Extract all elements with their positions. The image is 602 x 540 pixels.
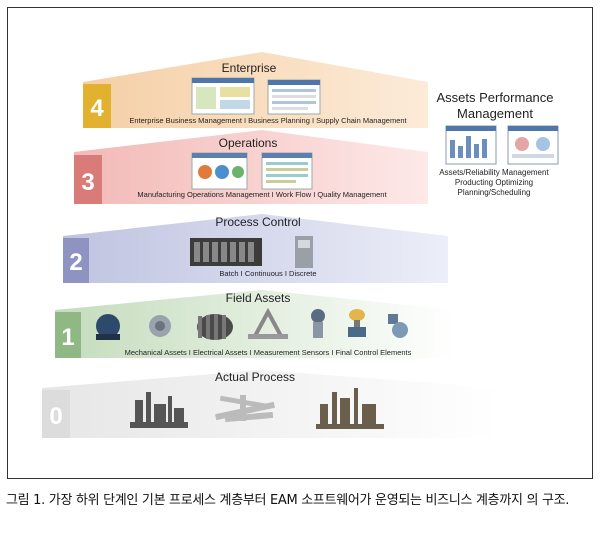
- level-4-number: 4: [90, 95, 104, 122]
- level-3-number: 3: [81, 169, 94, 196]
- level-0-badge: [42, 390, 70, 438]
- apm-screenshot-1: [445, 125, 497, 165]
- level-4-badge: [83, 84, 111, 128]
- level-4-band: 4 Enterprise Enterprise Business Managem…: [83, 52, 428, 128]
- level-2-band: 2 Process Control Batch I Continuous I D…: [63, 214, 448, 283]
- level-1-number: 1: [61, 324, 74, 351]
- enterprise-screenshot-1: [191, 77, 255, 115]
- level-1-title: Field Assets: [226, 291, 291, 305]
- controller-rack-icon: [190, 238, 262, 266]
- pipeline-plant-icon: [215, 395, 275, 423]
- level-4-title: Enterprise: [222, 61, 277, 75]
- operations-screenshot-2: [261, 152, 313, 190]
- apm-line-3: Planning/Scheduling: [457, 188, 531, 197]
- pump-icon: [149, 315, 171, 337]
- level-2-number: 2: [69, 249, 82, 276]
- pressure-transmitter-icon: [311, 309, 325, 338]
- level-2-title: Process Control: [215, 215, 300, 229]
- enterprise-screenshot-2: [267, 79, 321, 115]
- level-1-band: 1 Field Assets Mechanical Assets I Elect…: [55, 290, 455, 358]
- level-3-subtitle: Manufacturing Operations Management I Wo…: [137, 190, 387, 199]
- apm-line-1: Assets/Reliability Management: [439, 168, 549, 177]
- apm-line-2: Producting Optimizing: [454, 178, 534, 187]
- level-3-badge: [74, 155, 102, 204]
- level-1-subtitle: Mechanical Assets I Electrical Assets I …: [125, 348, 412, 357]
- level-3-title: Operations: [219, 136, 278, 150]
- positioner-icon: [388, 314, 408, 338]
- level-3-band: 3 Operations Manufacturing Operations Ma…: [74, 130, 428, 204]
- control-valve-icon: [348, 309, 366, 337]
- level-0-band: 0 Actual Process: [42, 370, 500, 438]
- level-4-subtitle: Enterprise Business Management I Busines…: [129, 116, 407, 125]
- io-module-icon: [295, 236, 313, 268]
- chemical-plant-icon: [316, 388, 384, 429]
- level-0-title: Actual Process: [215, 370, 295, 384]
- operations-screenshot-1: [191, 152, 248, 190]
- refinery-icon: [130, 392, 188, 428]
- flow-meter-icon: [248, 307, 288, 339]
- apm-title: Assets Performance Management: [436, 90, 554, 121]
- level-2-subtitle: Batch I Continuous I Discrete: [219, 269, 316, 278]
- apm-screenshot-2: [507, 125, 559, 165]
- turbine-icon: [197, 314, 233, 340]
- level-2-badge: [63, 238, 89, 283]
- level-0-number: 0: [49, 403, 62, 430]
- motor-icon: [96, 314, 120, 340]
- figure-caption: 그림 1. 가장 하위 단계인 기본 프로세스 계층부터 EAM 소프트웨어가 …: [6, 493, 570, 508]
- level-1-badge: [55, 312, 81, 358]
